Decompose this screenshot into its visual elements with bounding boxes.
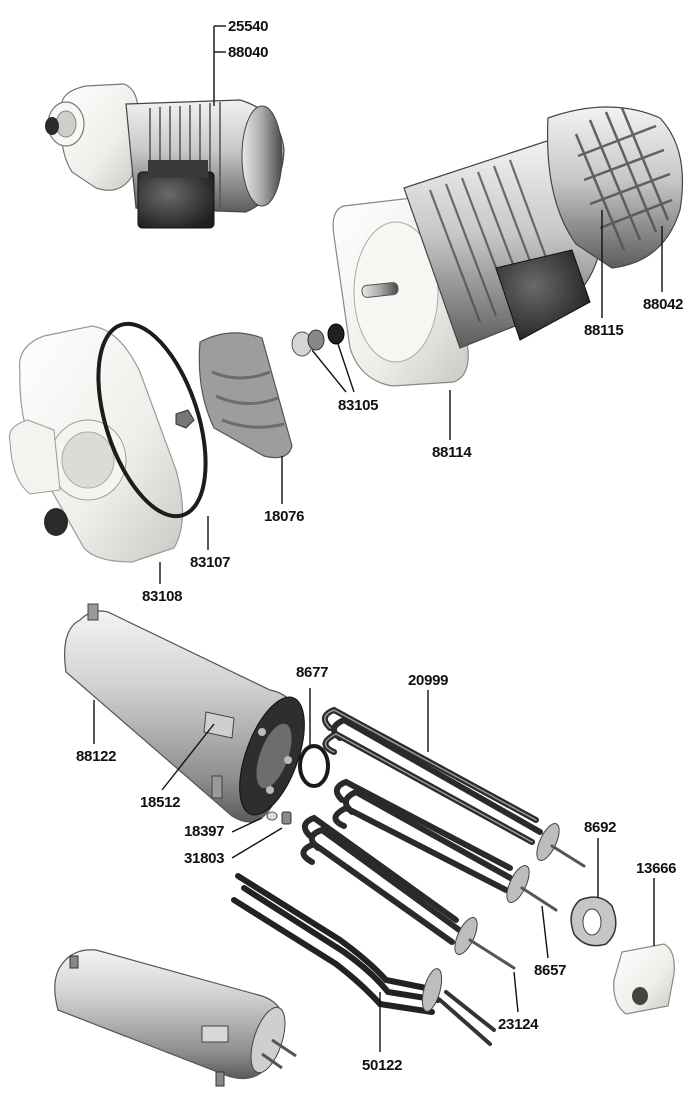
callout-18512: 18512 <box>140 794 180 811</box>
callout-labels: 25540 88040 88042 88115 83105 88114 1807… <box>76 18 684 1074</box>
washer-18397 <box>266 811 278 821</box>
heating-element-23124 <box>300 814 516 970</box>
callout-88115: 88115 <box>584 322 623 339</box>
leader-lines <box>93 25 663 1052</box>
callout-20999: 20999 <box>408 672 448 689</box>
pump-housing-assembly <box>8 321 345 563</box>
callout-25540: 25540 <box>228 18 268 35</box>
callout-18397: 18397 <box>184 823 224 840</box>
gasket-8677 <box>298 744 330 788</box>
callout-13666: 13666 <box>636 860 676 877</box>
callout-83108: 83108 <box>142 588 182 605</box>
boiler-tank-small <box>54 949 297 1087</box>
callout-8657: 8657 <box>534 962 566 979</box>
boiler-tank-large <box>64 603 305 823</box>
callout-31803: 31803 <box>184 850 224 867</box>
callout-83107: 83107 <box>190 554 230 571</box>
callout-50122: 50122 <box>362 1057 402 1074</box>
callout-8677: 8677 <box>296 664 328 681</box>
heating-element-8657 <box>332 778 558 912</box>
callout-8692: 8692 <box>584 819 616 836</box>
callout-88040: 88040 <box>228 44 268 61</box>
heating-element-20999 <box>321 706 586 868</box>
callout-88114: 88114 <box>432 444 472 461</box>
thermostat-block-13666 <box>613 943 675 1015</box>
callout-88042: 88042 <box>643 296 683 313</box>
pump-motor-assembly <box>45 83 285 229</box>
plug-31803 <box>281 811 292 825</box>
callout-88122: 88122 <box>76 748 116 765</box>
callout-18076: 18076 <box>264 508 304 525</box>
callout-83105: 83105 <box>338 397 378 414</box>
callout-23124: 23124 <box>498 1016 539 1033</box>
flange-gasket-8692 <box>570 896 617 947</box>
large-motor-assembly <box>332 106 684 387</box>
